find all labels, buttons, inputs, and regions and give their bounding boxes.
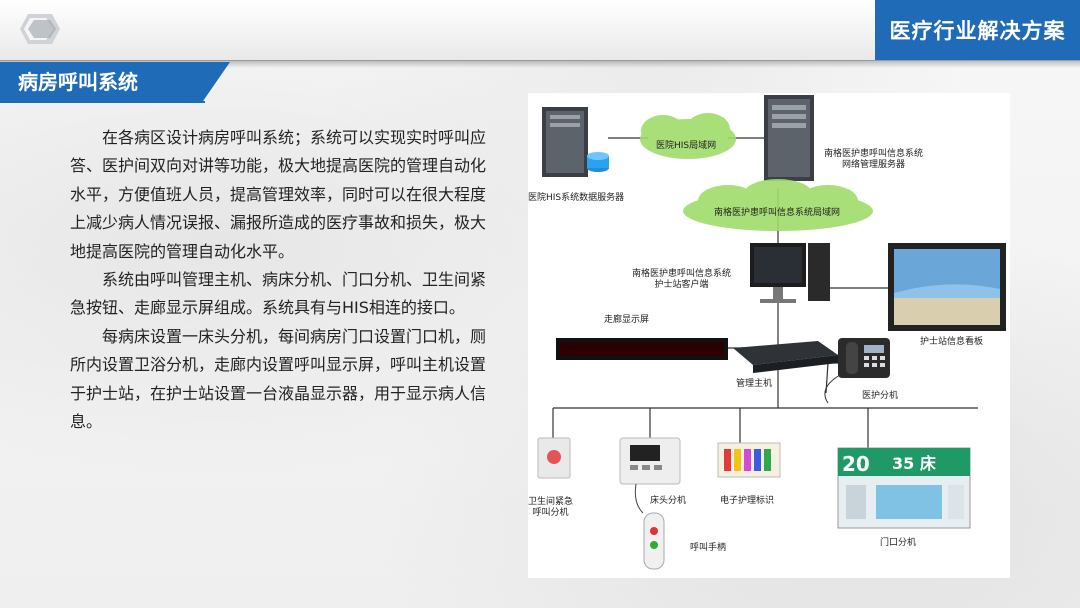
bed-unit-label: 床头分机 [650,496,687,506]
door-room-number: 20 [842,452,870,476]
door-unit-label: 门口分机 [880,538,917,548]
corridor-display-label: 走廊显示屏 [604,315,650,325]
door-unit-icon [837,447,971,529]
medical-phone-icon [824,338,890,404]
bathroom-button-icon [537,437,571,479]
mgmt-server-label: 南格医护患呼叫信息系统 网络管理服务器 [824,149,924,170]
section-title: 病房呼叫系统 [0,62,230,102]
handset-icon [643,512,665,570]
his-network-cloud [640,113,736,159]
nurse-client-label: 南格医护患呼叫信息系统 护士站客户端 [632,269,732,290]
system-diagram: 医院HIS局域网 医院HIS系统数据服务器 南格医护患呼叫信息系统 网络管理服务… [528,93,1010,578]
header-shadow [0,60,1080,68]
bed-unit-icon [619,437,681,514]
his-server-label: 医院HIS系统数据服务器 [528,193,625,203]
call-network-label: 南格医护患呼叫信息系统局域网 [714,208,841,218]
his-server-icon [542,107,609,177]
paragraph-1: 在各病区设计病房呼叫系统；系统可以实现实时呼叫应答、医护间双向对讲等功能，极大地… [70,128,487,261]
his-network-label: 医院HIS局域网 [656,141,717,151]
description-text: 在各病区设计病房呼叫系统；系统可以实现实时呼叫应答、医护间双向对讲等功能，极大地… [70,124,495,436]
mgmt-server-icon [764,95,814,181]
logo-diamond-icon [20,14,60,44]
host-label: 管理主机 [736,379,773,389]
solution-title: 医疗行业解决方案 [875,0,1080,60]
nurse-client-pc-icon [750,243,830,303]
paragraph-3: 每病床设置一床头分机，每间病房门口设置门口机，厕所内设置卫浴分机，走廊内设置呼叫… [70,326,487,432]
host-icon [733,341,838,373]
call-network-cloud [683,179,873,231]
medical-phone-label: 医护分机 [862,391,899,401]
nurse-board-icon [888,243,1006,331]
door-bed-text: 35 床 [892,454,936,473]
handset-label: 呼叫手柄 [690,543,727,553]
nursing-tag-label: 电子护理标识 [720,496,775,506]
nurse-board-label: 护士站信息看板 [920,337,984,347]
paragraph-2: 系统由呼叫管理主机、病床分机、门口分机、卫生间紧急按钮、走廊显示屏组成。系统具有… [70,270,487,318]
nursing-tag-icon [717,442,781,478]
corridor-display-icon [556,338,728,360]
diagram-connections [537,95,1006,570]
section-underline [0,101,205,103]
bathroom-button-label: 卫生间紧急 呼叫分机 [528,497,574,518]
